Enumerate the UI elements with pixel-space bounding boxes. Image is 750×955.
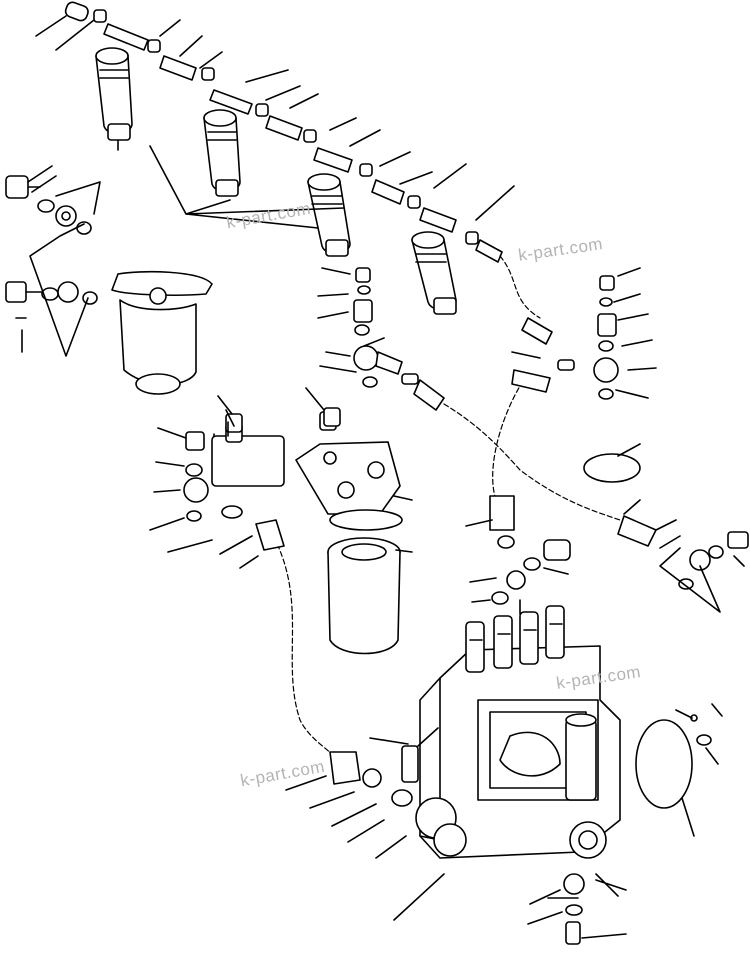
banjo-fittings-right xyxy=(511,275,619,400)
fuel-hose-2 xyxy=(269,529,339,761)
injection-pump xyxy=(415,605,621,859)
injector-3 xyxy=(307,173,351,257)
fuel-hose-1 xyxy=(492,385,521,501)
hose-clamp xyxy=(583,453,641,483)
injector-2 xyxy=(203,109,241,197)
fittings-bottom xyxy=(362,714,712,945)
callout-leaders xyxy=(15,15,745,939)
filter-element xyxy=(327,537,401,655)
fittings-right xyxy=(659,531,749,613)
banjo-fittings-center xyxy=(353,267,445,411)
pump-gasket xyxy=(635,719,693,809)
injector-1 xyxy=(95,47,133,151)
fuel-filter-left xyxy=(5,175,213,395)
return-hose xyxy=(443,403,621,521)
hose-fittings xyxy=(255,495,657,785)
injector-4 xyxy=(411,231,457,315)
injector-group-leader xyxy=(149,145,345,229)
injection-pipe-set xyxy=(64,1,553,345)
